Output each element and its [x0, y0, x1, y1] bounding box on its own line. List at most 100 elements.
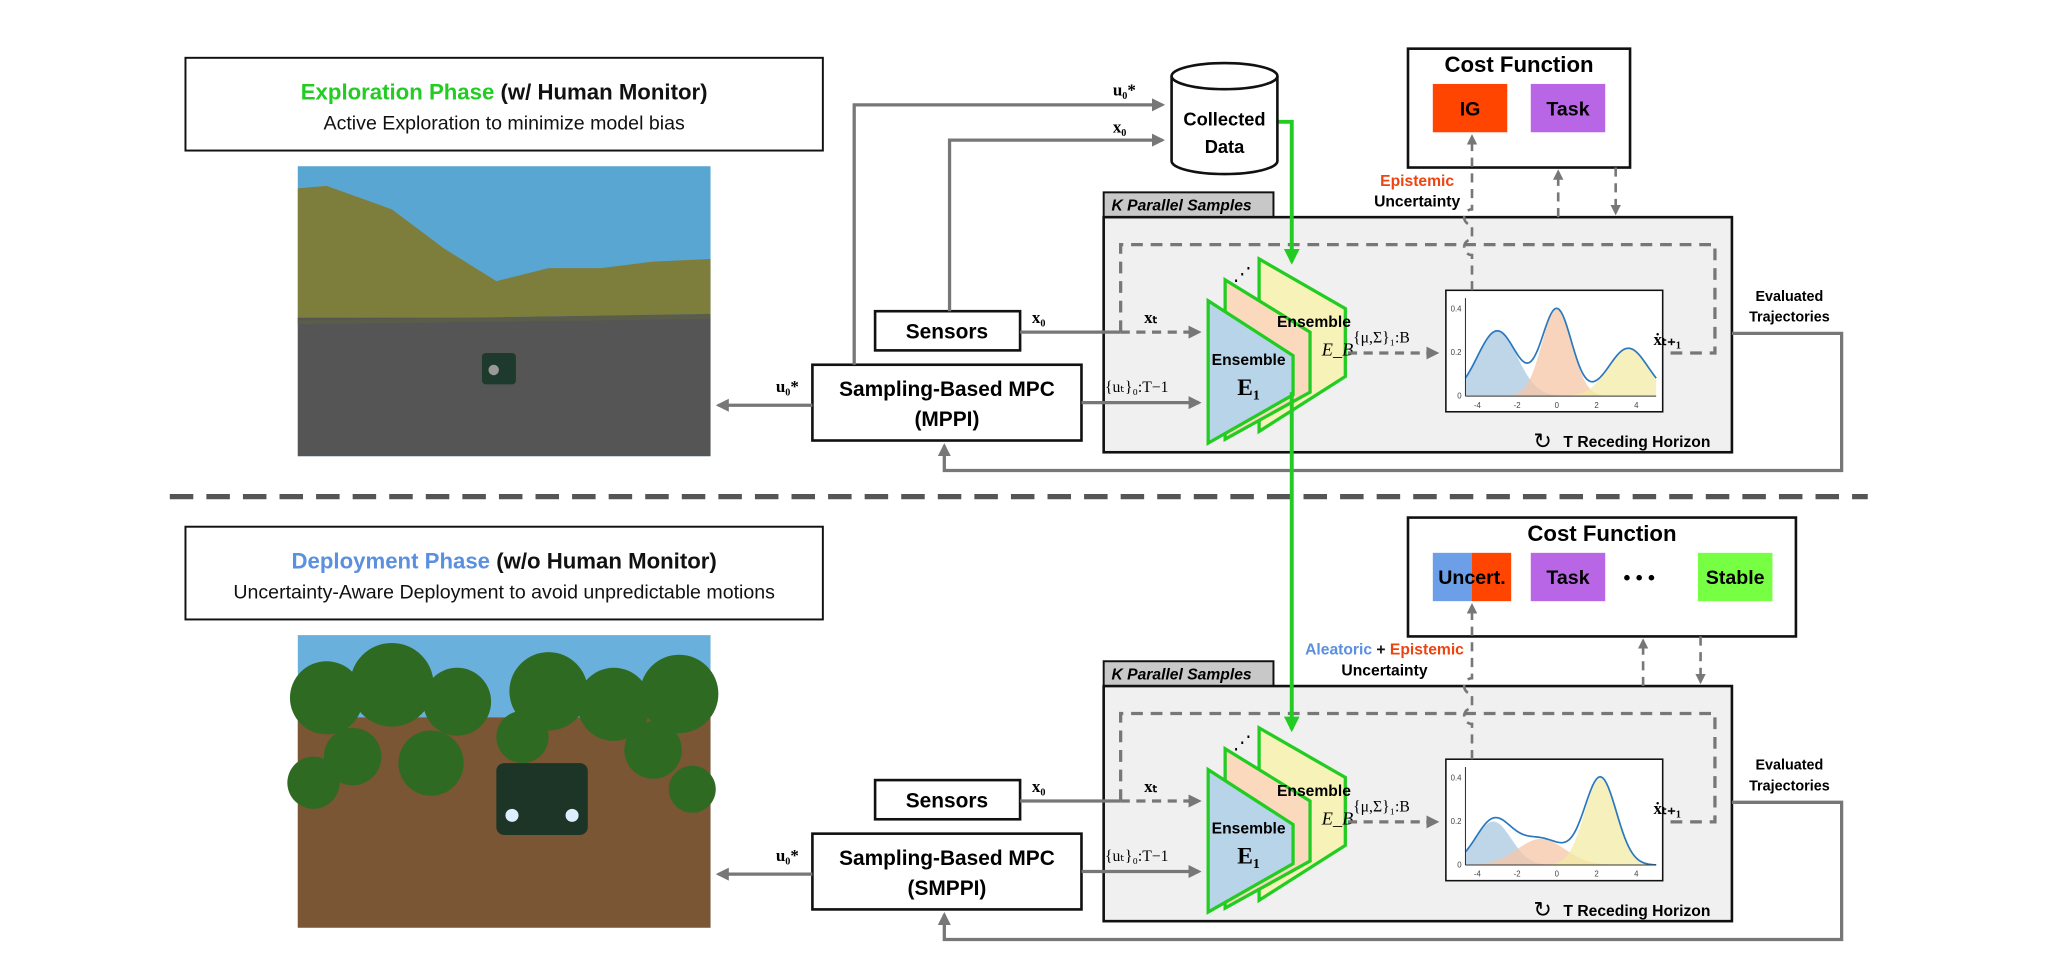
sensors-label: Sensors	[906, 790, 988, 813]
feedback-arrow	[937, 800, 1844, 942]
control-sequence-label: {uₜ}₀:T−1	[1105, 379, 1169, 396]
forest-scene-image	[287, 635, 719, 928]
control-sequence-label: {uₜ}₀:T−1	[1105, 848, 1169, 865]
mpc-box	[811, 363, 1083, 442]
x-tick-label: 2	[1594, 401, 1598, 410]
ensemble-1-label: Ensemble	[1212, 352, 1286, 369]
collected-data-label-1: Collected	[1183, 109, 1265, 130]
open-terrain-scene-image	[297, 166, 711, 457]
ensemble-b-label: Ensemble	[1277, 314, 1351, 331]
ensemble-b-symbol: E_B	[1321, 809, 1353, 829]
cost-term-label: Uncert.	[1438, 567, 1505, 589]
tree	[323, 727, 382, 786]
receding-horizon-label: T Receding Horizon	[1563, 903, 1710, 920]
component-2-area	[1465, 838, 1657, 865]
phase-monitor-note: (w/o Human Monitor)	[490, 549, 717, 574]
y-tick-label: 0.2	[1451, 348, 1462, 357]
xt-label: xₜ	[1144, 308, 1158, 327]
evaluated-label-2: Trajectories	[1749, 310, 1830, 326]
phase-title-box	[184, 525, 824, 621]
tree	[577, 667, 651, 741]
rollout-loop	[1119, 242, 1717, 355]
phase-monitor-note: (w/ Human Monitor)	[494, 80, 707, 105]
y-tick-label: 0	[1457, 392, 1462, 401]
ensemble-1-symbol: E₁	[1237, 844, 1260, 870]
tree	[668, 765, 716, 813]
xt-label: xₜ	[1144, 777, 1158, 796]
mpc-title: Sampling-Based MPC	[839, 847, 1055, 870]
x-tick-label: -4	[1474, 870, 1482, 879]
y-tick-label: 0.4	[1451, 774, 1463, 783]
cost-function-title: Cost Function	[1527, 521, 1676, 546]
ensemble-1-symbol: E₁	[1237, 375, 1260, 401]
phase-subtitle: Active Exploration to minimize model bia…	[324, 113, 685, 135]
rollout-loop	[1119, 711, 1717, 824]
collected-data-store: Collected Data	[1170, 61, 1279, 176]
sensors-box	[873, 309, 1022, 352]
component-3-area	[1465, 777, 1657, 865]
tree	[509, 652, 588, 731]
u0-label: u₀*	[776, 377, 799, 396]
x-tick-label: -2	[1514, 870, 1521, 879]
cost-term-3	[1697, 552, 1773, 602]
deployment-phase: Deployment Phase (w/o Human Monitor) Unce…	[184, 516, 1844, 942]
parallel-samples-label: K Parallel Samples	[1112, 667, 1252, 684]
y-tick-label: 0.4	[1451, 305, 1463, 314]
data-collection-arrows: u₀* x₀	[852, 81, 1166, 365]
receding-horizon-label: T Receding Horizon	[1563, 434, 1710, 451]
uncertainty-arrow	[1462, 602, 1478, 760]
sensors-box	[873, 778, 1022, 821]
ellipsis-icon: ⋰	[1233, 732, 1251, 753]
mpc-title: Sampling-Based MPC	[839, 378, 1055, 401]
x-tick-label: 4	[1634, 401, 1639, 410]
cost-term-1	[1530, 552, 1606, 602]
uncertainty-type-label: Aleatoric + Epistemic	[1305, 642, 1464, 659]
tree	[624, 721, 682, 779]
ensemble-b-label: Ensemble	[1277, 783, 1351, 800]
cost-term-1	[1530, 83, 1606, 133]
phase-title: Exploration Phase (w/ Human Monitor)	[301, 80, 708, 105]
mixture-line	[1464, 307, 1657, 383]
phase-subtitle: Uncertainty-Aware Deployment to avoid un…	[233, 582, 775, 604]
cost-term-0	[1432, 83, 1508, 133]
vehicle	[496, 763, 588, 835]
cost-term-label: Task	[1546, 567, 1589, 589]
tree	[287, 756, 340, 809]
evaluated-label-1: Evaluated	[1755, 289, 1823, 305]
tree	[496, 710, 549, 764]
u0-label: u₀*	[776, 846, 799, 865]
component-2-area	[1465, 309, 1657, 397]
x-tick-label: 4	[1634, 870, 1639, 879]
uncertainty-arrow	[1462, 134, 1478, 291]
tree	[398, 730, 464, 796]
vehicle	[481, 353, 516, 385]
cost-function-title: Cost Function	[1444, 52, 1593, 77]
component-3-area	[1465, 348, 1657, 397]
receding-horizon-icon: ↻	[1533, 428, 1552, 453]
distribution-label: {μ,Σ}₁:B	[1353, 330, 1410, 347]
x-tick-label: 2	[1594, 870, 1598, 879]
next-state-label: ẋₜ₊₁	[1654, 330, 1682, 349]
feedback-arrow	[937, 331, 1844, 473]
tree	[640, 654, 719, 734]
x-tick-label: -2	[1514, 401, 1521, 410]
x0-label-collect: x₀	[1113, 117, 1127, 136]
tree	[289, 661, 364, 735]
ensemble-1	[1206, 766, 1295, 915]
y-tick-label: 0.2	[1451, 817, 1462, 826]
tree	[423, 667, 492, 736]
evaluated-label-2: Trajectories	[1749, 779, 1830, 795]
x-tick-label: -4	[1474, 401, 1482, 410]
x0-label: x₀	[1032, 777, 1046, 796]
receding-horizon-icon: ↻	[1533, 897, 1552, 922]
parallel-samples-tab	[1102, 191, 1275, 219]
ellipsis-icon: ⋰	[1233, 263, 1251, 284]
evaluated-label-1: Evaluated	[1755, 758, 1823, 774]
uncertainty-label: Uncertainty	[1374, 194, 1460, 211]
cost-term-label: • • •	[1623, 567, 1655, 589]
component-1-area	[1465, 330, 1657, 397]
phase-name: Deployment Phase	[292, 549, 491, 574]
